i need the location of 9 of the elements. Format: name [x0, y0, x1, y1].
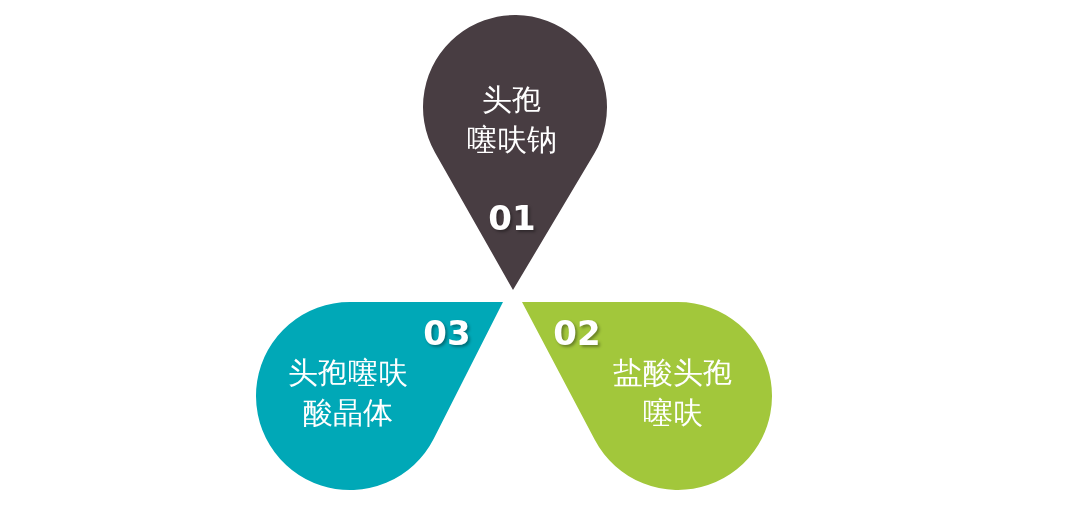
item-label: 盐酸头孢噻呋: [613, 354, 733, 432]
step-number: 03: [423, 313, 471, 353]
teardrop-shape: [256, 302, 503, 490]
step-number: 01: [488, 198, 536, 238]
teardrop-shape: [522, 302, 772, 490]
item-label: 头孢噻呋钠: [467, 81, 557, 159]
teardrop-shape: [423, 15, 607, 290]
step-number: 02: [553, 313, 601, 353]
item-label: 头孢噻呋酸晶体: [288, 354, 408, 432]
